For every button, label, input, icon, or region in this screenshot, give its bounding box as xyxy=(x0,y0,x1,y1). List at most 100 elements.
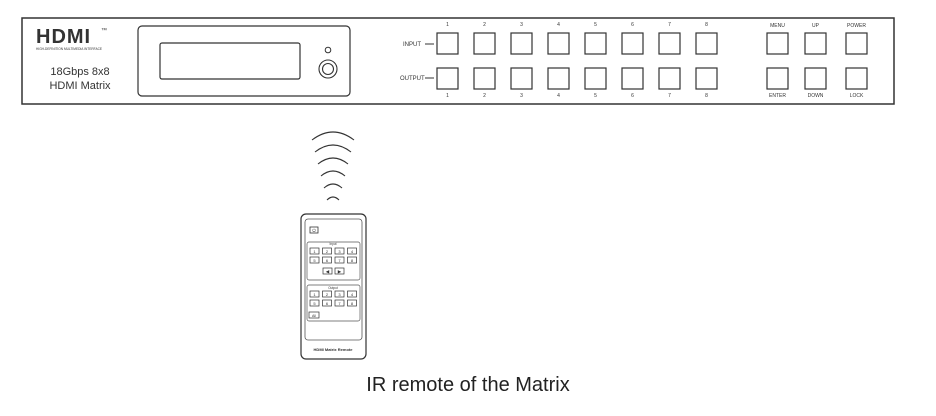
ir-wave-1 xyxy=(311,131,355,141)
remote-output-key-5[interactable] xyxy=(309,299,320,307)
remote-input-key-5[interactable] xyxy=(309,256,320,264)
lock-button[interactable] xyxy=(845,67,868,90)
remote-input-key-2[interactable] xyxy=(322,247,332,255)
output-number-4: 4 xyxy=(557,93,560,99)
model-name-line1: 18Gbps 8x8 xyxy=(50,66,109,78)
output-button-8[interactable] xyxy=(695,67,718,90)
down-label: DOWN xyxy=(808,93,824,99)
remote-output-key-label-6: 6 xyxy=(326,301,329,306)
remote-output-key-7[interactable] xyxy=(334,299,345,307)
remote-input-key-8[interactable] xyxy=(347,256,357,264)
output-button-4[interactable] xyxy=(547,67,570,90)
remote-output-key-label-5: 5 xyxy=(313,301,316,306)
remote-right-arrow-button[interactable] xyxy=(334,267,345,275)
down-button[interactable] xyxy=(804,67,827,90)
figure-caption: IR remote of the Matrix xyxy=(366,374,570,396)
input-button-3[interactable] xyxy=(510,32,533,55)
remote-power-button[interactable] xyxy=(309,226,319,234)
output-button-5[interactable] xyxy=(584,67,607,90)
input-number-5: 5 xyxy=(594,22,597,28)
menu-label: MENU xyxy=(770,23,785,29)
input-number-8: 8 xyxy=(705,22,708,28)
ir-wave-3 xyxy=(317,157,349,165)
enter-button[interactable] xyxy=(766,67,789,90)
remote-all-label: All xyxy=(312,314,316,318)
remote-output-key-label-2: 2 xyxy=(326,292,329,297)
input-button-7[interactable] xyxy=(658,32,681,55)
output-button-3[interactable] xyxy=(510,67,533,90)
remote-input-key-label-7: 7 xyxy=(338,258,341,263)
output-number-5: 5 xyxy=(594,93,597,99)
remote-output-key-6[interactable] xyxy=(322,299,332,307)
power-button[interactable] xyxy=(845,32,868,55)
up-button[interactable] xyxy=(804,32,827,55)
remote-output-key-label-7: 7 xyxy=(338,301,341,306)
remote-input-label: Input xyxy=(329,242,336,246)
remote-power-icon: ⏻ xyxy=(312,228,316,233)
input-button-6[interactable] xyxy=(621,32,644,55)
input-button-1[interactable] xyxy=(436,32,459,55)
menu-button[interactable] xyxy=(766,32,789,55)
output-row-label: OUTPUT xyxy=(400,76,425,82)
lcd-display xyxy=(159,42,301,80)
remote-output-key-2[interactable] xyxy=(322,290,332,298)
input-row-label: INPUT xyxy=(403,42,421,48)
output-number-6: 6 xyxy=(631,93,634,99)
power-label: POWER xyxy=(847,23,866,29)
remote-all-button[interactable] xyxy=(308,311,320,319)
input-number-3: 3 xyxy=(520,22,523,28)
remote-left-arrow-button[interactable] xyxy=(322,267,333,275)
output-button-6[interactable] xyxy=(621,67,644,90)
remote-output-key-label-3: 3 xyxy=(338,292,341,297)
remote-product-label: HDMI Matrix Remote xyxy=(314,347,354,352)
remote-output-key-8[interactable] xyxy=(347,299,357,307)
input-number-6: 6 xyxy=(631,22,634,28)
remote-output-key-3[interactable] xyxy=(334,290,345,298)
input-button-2[interactable] xyxy=(473,32,496,55)
remote-input-key-6[interactable] xyxy=(322,256,332,264)
enter-label: ENTER xyxy=(769,93,786,99)
remote-output-key-label-4: 4 xyxy=(351,292,354,297)
remote-input-key-4[interactable] xyxy=(347,247,357,255)
ir-receiver-inner xyxy=(321,62,335,76)
remote-input-key-label-2: 2 xyxy=(326,249,329,254)
input-button-5[interactable] xyxy=(584,32,607,55)
remote-input-key-3[interactable] xyxy=(334,247,345,255)
output-button-1[interactable] xyxy=(436,67,459,90)
input-number-4: 4 xyxy=(557,22,560,28)
ir-wave-6 xyxy=(326,196,340,201)
lock-label: LOCK xyxy=(850,93,864,99)
output-button-7[interactable] xyxy=(658,67,681,90)
remote-output-key-label-1: 1 xyxy=(313,292,316,297)
remote-output-key-1[interactable] xyxy=(309,290,320,298)
remote-arrow-keys: ◀▶ xyxy=(322,267,345,275)
output-button-2[interactable] xyxy=(473,67,496,90)
output-number-3: 3 xyxy=(520,93,523,99)
input-button-4[interactable] xyxy=(547,32,570,55)
ir-wave-4 xyxy=(320,170,346,177)
model-name-line2: HDMI Matrix xyxy=(49,80,111,92)
ir-signal-icon xyxy=(311,131,355,201)
remote-output-label: Output xyxy=(328,286,338,290)
remote-output-section xyxy=(306,284,361,322)
input-number-7: 7 xyxy=(668,22,671,28)
remote-output-key-4[interactable] xyxy=(347,290,357,298)
input-button-8[interactable] xyxy=(695,32,718,55)
remote-input-key-1[interactable] xyxy=(309,247,320,255)
remote-input-key-7[interactable] xyxy=(334,256,345,264)
remote-input-key-label-6: 6 xyxy=(326,258,329,263)
output-number-2: 2 xyxy=(483,93,486,99)
remote-input-key-label-1: 1 xyxy=(313,249,316,254)
output-number-7: 7 xyxy=(668,93,671,99)
hdmi-logo: HDMI ™ HIGH-DEFINITION MULTIMEDIA INTERF… xyxy=(36,26,107,51)
remote-input-section xyxy=(306,241,361,281)
remote-left-arrow-icon: ◀ xyxy=(326,269,330,274)
input-number-2: 2 xyxy=(483,22,486,28)
remote-input-key-label-5: 5 xyxy=(313,258,316,263)
